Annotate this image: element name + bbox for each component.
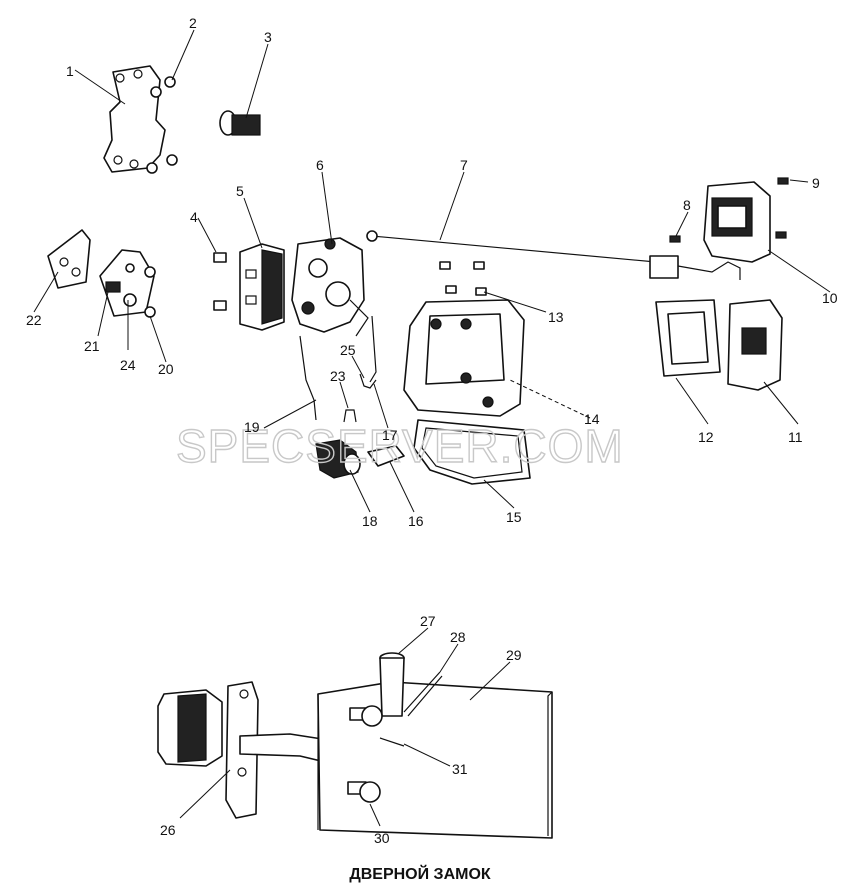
callout-17: 17: [382, 427, 398, 443]
callout-31: 31: [452, 761, 468, 777]
part-10-handle-cover: [703, 181, 771, 263]
callout-10: 10: [822, 290, 838, 306]
callout-9: 9: [812, 175, 820, 191]
callout-11: 11: [788, 429, 803, 445]
part-16-cylinder-cover: [367, 445, 405, 467]
callout-18: 18: [362, 513, 378, 529]
part-9-screw: [775, 177, 789, 239]
callout-1: 1: [66, 63, 74, 79]
part-27-pin: [379, 652, 405, 717]
part-3-bushing: [219, 110, 261, 136]
callout-20: 20: [158, 361, 174, 377]
part-12-gasket: [655, 299, 721, 377]
part-2-screws: [146, 76, 178, 174]
callout-7: 7: [460, 157, 468, 173]
diagram-caption: ДВЕРНОЙ ЗАМОК: [349, 864, 491, 883]
part-29-bracket: [317, 681, 553, 839]
part-19-rod: [299, 335, 317, 421]
part-25-clip: [359, 373, 377, 389]
callout-2: 2: [189, 15, 197, 31]
part-5-lock-housing: [239, 243, 285, 331]
part-7-rod: [366, 230, 741, 280]
callout-4: 4: [190, 209, 198, 225]
part-23-clip: [343, 409, 357, 423]
watermark-text: SPECSERVER.COM: [176, 420, 624, 472]
part-17-rod: [369, 315, 377, 383]
part-20-screws: [144, 266, 156, 318]
part-22-plate: [47, 229, 91, 289]
callout-16: 16: [408, 513, 424, 529]
part-15-seal: [413, 419, 531, 485]
part-6-lock-mechanism: [291, 237, 369, 337]
callout-25: 25: [340, 342, 356, 358]
callout-27: 27: [420, 613, 436, 629]
callout-30: 30: [374, 830, 390, 846]
callout-23: 23: [330, 368, 346, 384]
part-13-screws: [439, 261, 487, 296]
part-24-striker: [105, 281, 137, 307]
callout-29: 29: [506, 647, 522, 663]
callout-22: 22: [26, 312, 42, 328]
callout-12: 12: [698, 429, 714, 445]
callout-6: 6: [316, 157, 324, 173]
callout-24: 24: [120, 357, 136, 373]
callout-3: 3: [264, 29, 272, 45]
leader-lines: [33, 29, 831, 827]
callout-21: 21: [84, 338, 100, 354]
part-4-bolts: [213, 252, 227, 311]
callout-13: 13: [548, 309, 564, 325]
callout-14: 14: [584, 411, 600, 427]
callout-numbers: 1 2 3 4 5 6 7 8 9 10 11 12 13 14 15 16 1…: [26, 15, 838, 846]
part-14-inner-housing: [403, 299, 525, 417]
part-18-lock-cylinder: [315, 439, 361, 479]
part-28-cotter-pin: [403, 671, 443, 717]
part-11-handle: [727, 299, 783, 391]
callout-26: 26: [160, 822, 176, 838]
callout-28: 28: [450, 629, 466, 645]
callout-8: 8: [683, 197, 691, 213]
part-8-screw: [669, 235, 681, 243]
part-1-hinge-bracket: [103, 65, 166, 173]
callout-5: 5: [236, 183, 244, 199]
part-31-spring-pin: [379, 737, 405, 747]
callout-15: 15: [506, 509, 522, 525]
part-30-bolt: [347, 705, 383, 803]
callout-19: 19: [244, 419, 260, 435]
